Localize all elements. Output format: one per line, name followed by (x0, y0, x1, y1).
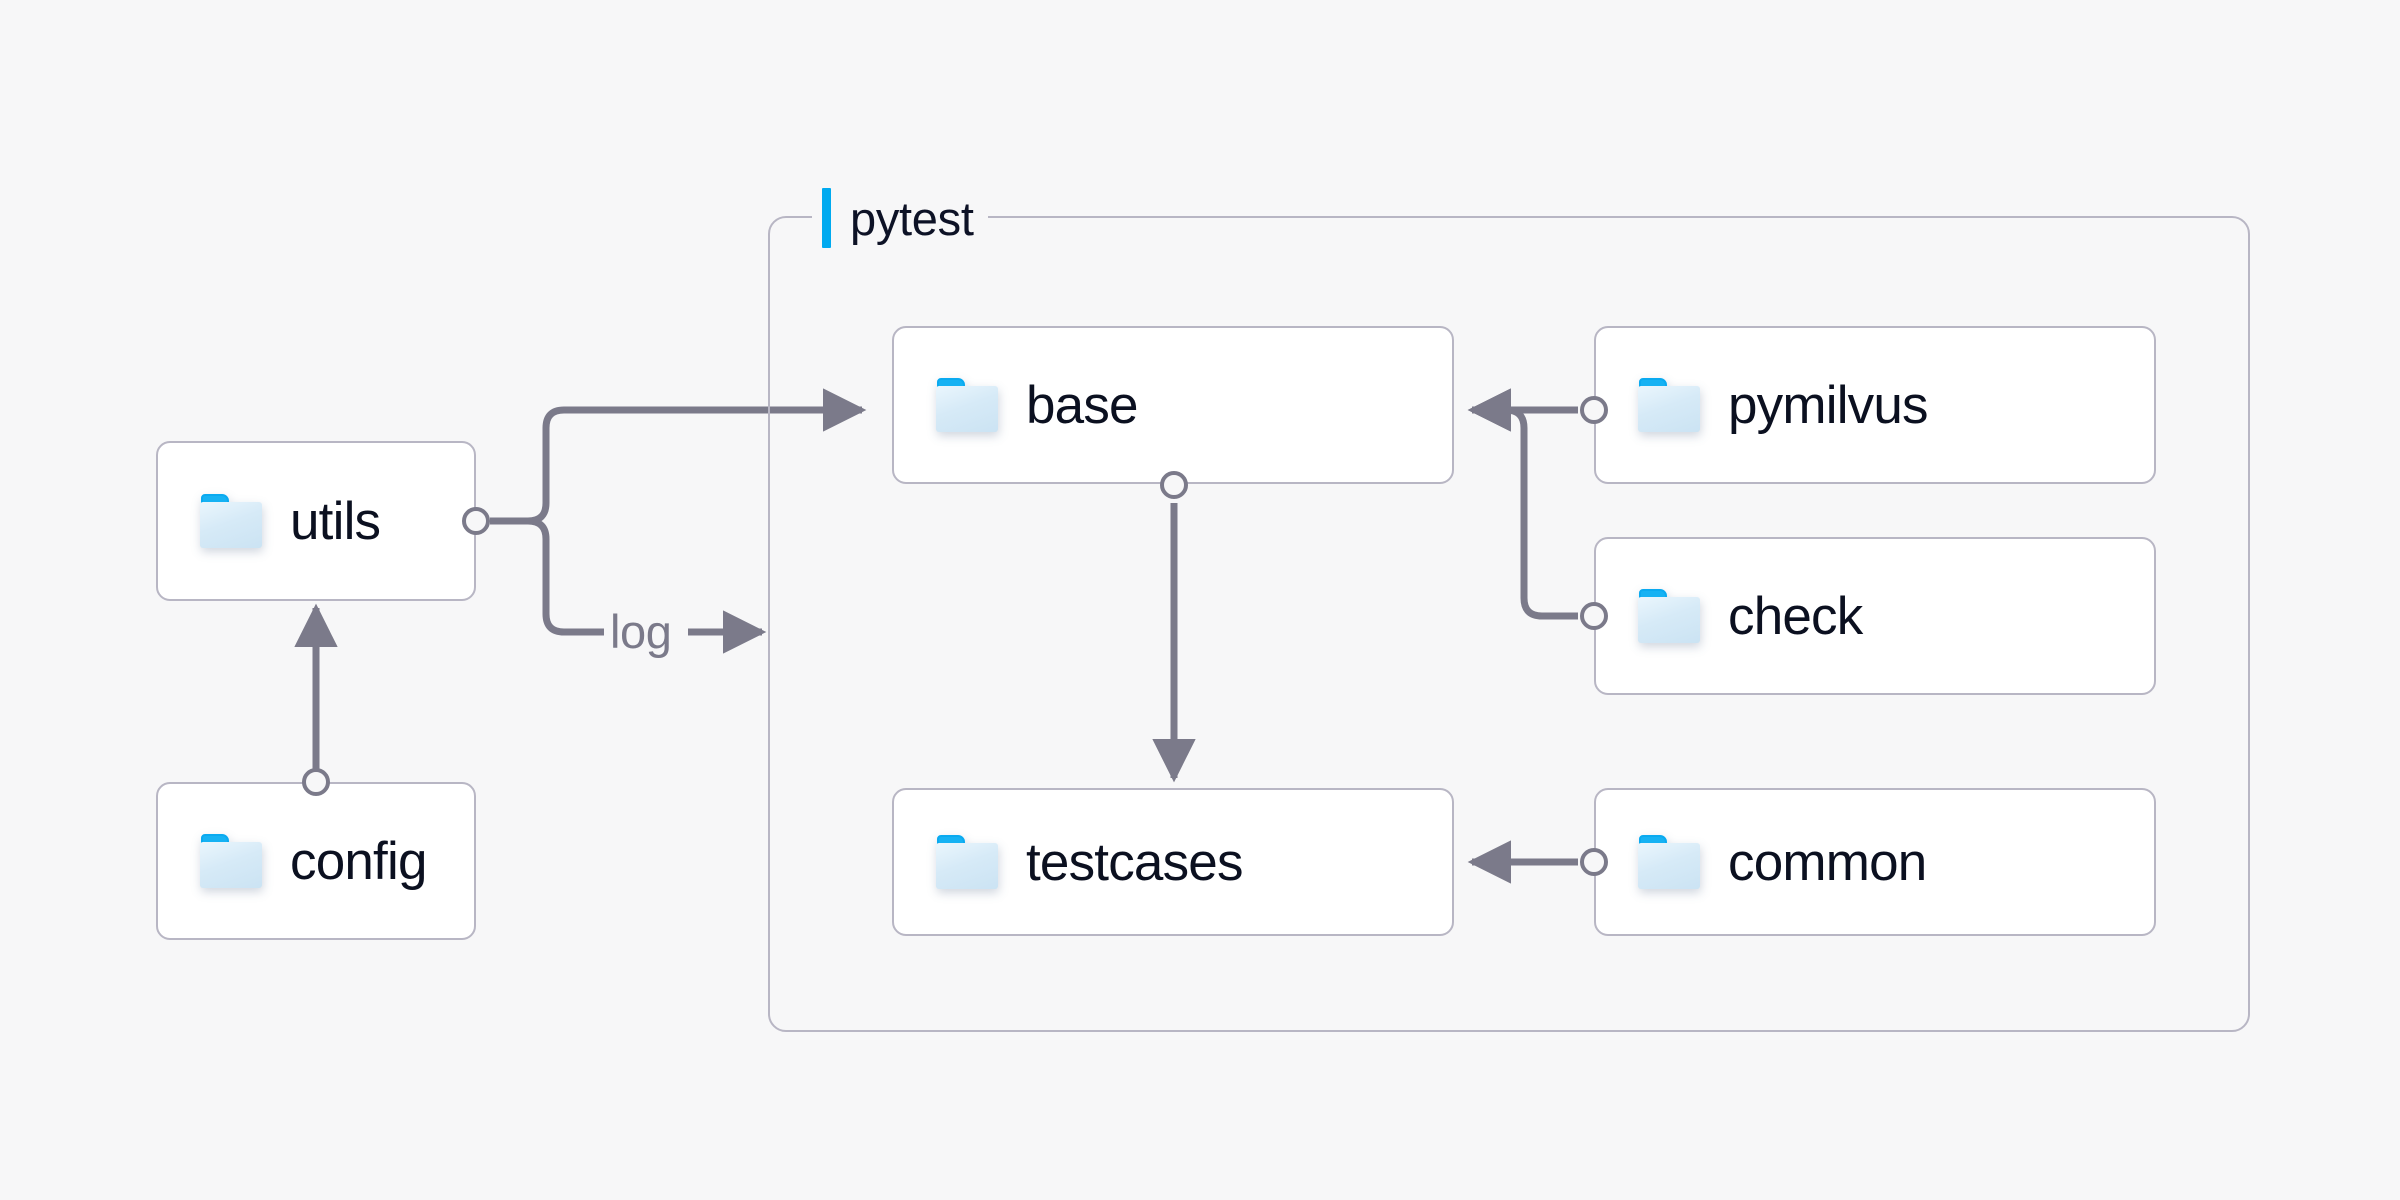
port-utils-right[interactable] (462, 507, 490, 535)
group-title: pytest (850, 191, 974, 245)
port-base-bottom[interactable] (1160, 471, 1188, 499)
node-check[interactable]: check (1594, 537, 2156, 695)
folder-icon (200, 494, 262, 548)
edge-label-log: log (604, 608, 678, 655)
node-label-common: common (1728, 832, 1927, 892)
node-label-base: base (1026, 375, 1139, 435)
port-check-left[interactable] (1580, 602, 1608, 630)
folder-icon (1638, 835, 1700, 889)
group-pytest-label: pytest (812, 187, 988, 249)
group-pytest[interactable] (768, 216, 2250, 1032)
node-label-config: config (290, 831, 427, 891)
node-base[interactable]: base (892, 326, 1454, 484)
node-label-testcases: testcases (1026, 832, 1243, 892)
group-accent-bar (822, 188, 831, 248)
node-label-pymilvus: pymilvus (1728, 375, 1929, 435)
port-config-top[interactable] (302, 768, 330, 796)
node-testcases[interactable]: testcases (892, 788, 1454, 936)
port-common-left[interactable] (1580, 848, 1608, 876)
folder-icon (936, 835, 998, 889)
folder-icon (1638, 378, 1700, 432)
node-common[interactable]: common (1594, 788, 2156, 936)
node-utils[interactable]: utils (156, 441, 476, 601)
node-label-check: check (1728, 586, 1863, 646)
port-pymilvus-left[interactable] (1580, 396, 1608, 424)
folder-icon (200, 834, 262, 888)
node-pymilvus[interactable]: pymilvus (1594, 326, 2156, 484)
folder-icon (936, 378, 998, 432)
node-config[interactable]: config (156, 782, 476, 940)
node-label-utils: utils (290, 491, 381, 551)
folder-icon (1638, 589, 1700, 643)
